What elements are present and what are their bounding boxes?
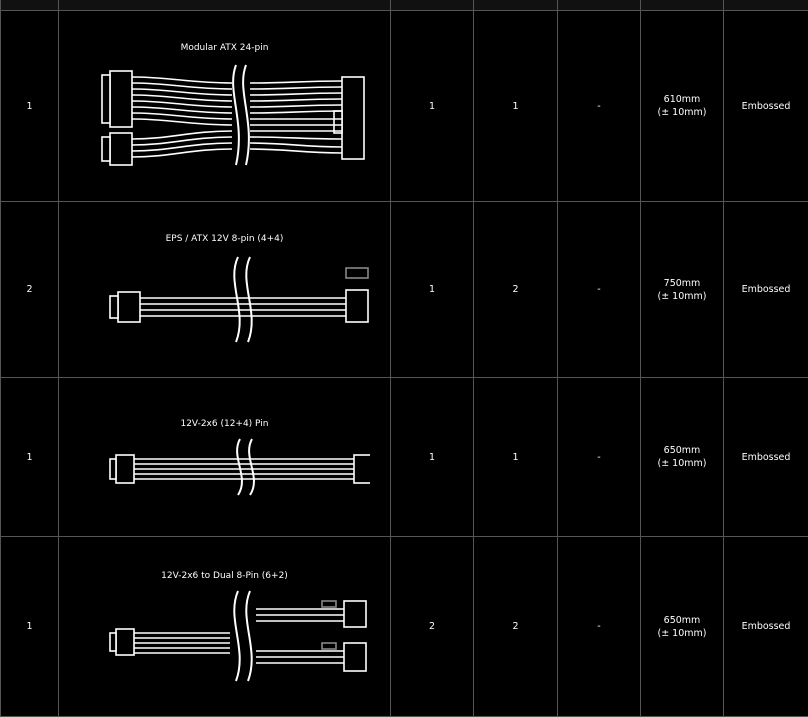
cell-cables: 2 bbox=[474, 202, 558, 378]
table-header-row bbox=[1, 0, 808, 11]
cable-title: 12V-2x6 (12+4) Pin bbox=[59, 418, 390, 431]
cell-connectors: 1 bbox=[391, 202, 474, 378]
cell-cables: 2 bbox=[474, 537, 558, 717]
qty-cell: 1 bbox=[1, 11, 59, 202]
marking-cell: Embossed bbox=[724, 202, 808, 378]
12v-2x6-cable-icon bbox=[80, 437, 370, 497]
cell-cables: 1 bbox=[474, 11, 558, 202]
table-row: 1 12V-2x6 to Dual 8-Pin (6+2) bbox=[1, 537, 808, 717]
cell-connectors: 1 bbox=[391, 11, 474, 202]
12v-2x6-dual-8pin-cable-icon bbox=[80, 589, 370, 684]
marking-cell: Embossed bbox=[724, 378, 808, 537]
qty-cell: 2 bbox=[1, 202, 59, 378]
cell-connectors: 1 bbox=[391, 378, 474, 537]
length-cell: 610mm(± 10mm) bbox=[641, 11, 724, 202]
eps-8pin-cable-icon bbox=[80, 252, 370, 347]
length-cell: 650mm(± 10mm) bbox=[641, 378, 724, 537]
qty-cell: 1 bbox=[1, 537, 59, 717]
cable-title: EPS / ATX 12V 8-pin (4+4) bbox=[59, 233, 390, 246]
cell-dash: - bbox=[558, 378, 641, 537]
length-cell: 650mm(± 10mm) bbox=[641, 537, 724, 717]
table-row: 2 EPS / ATX 12V 8-pin (4+4) 1 2 - 750mm(… bbox=[1, 202, 808, 378]
marking-cell: Embossed bbox=[724, 537, 808, 717]
cell-dash: - bbox=[558, 202, 641, 378]
cell-connectors: 2 bbox=[391, 537, 474, 717]
cable-image-cell: EPS / ATX 12V 8-pin (4+4) bbox=[59, 202, 391, 378]
cable-image-cell: 12V-2x6 to Dual 8-Pin (6+2) bbox=[59, 537, 391, 717]
qty-cell: 1 bbox=[1, 378, 59, 537]
cell-dash: - bbox=[558, 537, 641, 717]
cable-title: 12V-2x6 to Dual 8-Pin (6+2) bbox=[59, 570, 390, 583]
marking-cell: Embossed bbox=[724, 11, 808, 202]
cell-dash: - bbox=[558, 11, 641, 202]
length-cell: 750mm(± 10mm) bbox=[641, 202, 724, 378]
table-row: 1 12V-2x6 (12+4) Pin 1 1 - 650mm(± 10mm)… bbox=[1, 378, 808, 537]
atx-24pin-cable-icon bbox=[80, 61, 370, 171]
table-row: 1 Modular ATX 24-pin bbox=[1, 11, 808, 202]
cable-image-cell: 12V-2x6 (12+4) Pin bbox=[59, 378, 391, 537]
cable-title: Modular ATX 24-pin bbox=[59, 42, 390, 55]
cell-cables: 1 bbox=[474, 378, 558, 537]
cable-image-cell: Modular ATX 24-pin bbox=[59, 11, 391, 202]
